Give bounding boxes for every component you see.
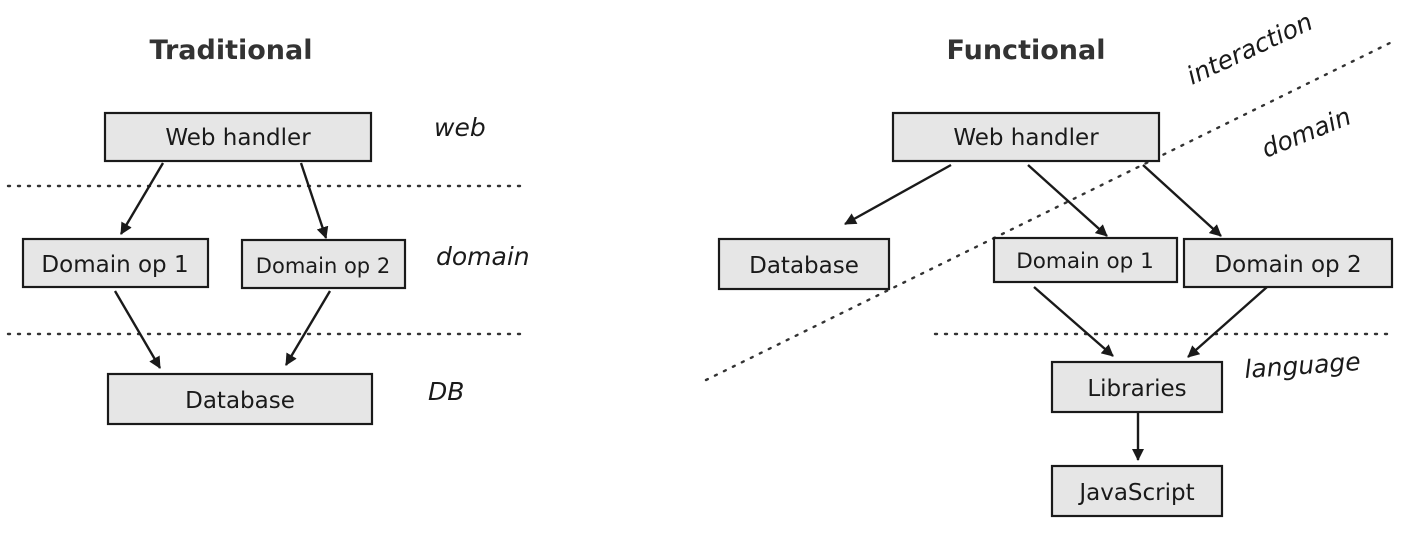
arrow-web-to-functional-domain-op-2 (1142, 164, 1222, 237)
functional-web-handler-label: Web handler (953, 125, 1099, 151)
traditional-web-handler-box: Web handler (103, 111, 373, 163)
functional-title: Functional (947, 35, 1106, 66)
traditional-web-handler-label: Web handler (165, 125, 311, 151)
traditional-domain-op-1-box: Domain op 1 (21, 237, 210, 289)
traditional-database-box: Database (106, 372, 374, 426)
functional-database-label: Database (749, 253, 859, 279)
arrow-web-to-domain-op-2 (299, 162, 329, 239)
functional-javascript-label: JavaScript (1077, 480, 1194, 506)
arrow-web-to-domain-op-1 (119, 162, 165, 235)
traditional-domain-op-2-box: Domain op 2 (240, 238, 407, 290)
layer-label-web: web (434, 113, 486, 142)
layer-label-language: language (1243, 347, 1361, 384)
functional-libraries-box: Libraries (1050, 360, 1224, 414)
functional-web-handler-box: Web handler (891, 111, 1161, 163)
arrow-domain-op-2-to-database (284, 290, 332, 366)
functional-domain-op-1-label: Domain op 1 (1016, 249, 1154, 274)
functional-database-box: Database (717, 237, 891, 291)
traditional-domain-op-1-label: Domain op 1 (41, 252, 188, 278)
functional-domain-op-1-box: Domain op 1 (992, 236, 1179, 284)
layer-label-functional-domain: domain (1257, 102, 1355, 164)
functional-libraries-label: Libraries (1087, 376, 1186, 402)
functional-domain-op-2-label: Domain op 2 (1214, 252, 1361, 278)
arrow-domain-op-1-to-libraries (1033, 286, 1114, 357)
arrow-web-to-functional-domain-op-1 (1027, 164, 1108, 237)
interaction-boundary-diagonal (704, 38, 1398, 382)
layer-label-interaction: interaction (1182, 7, 1317, 90)
layer-label-db: DB (428, 377, 464, 406)
traditional-domain-op-2-label: Domain op 2 (256, 254, 390, 278)
arrow-domain-op-1-to-database (113, 290, 162, 369)
functional-domain-op-2-box: Domain op 2 (1182, 237, 1394, 289)
arrow-domain-op-2-to-libraries (1187, 286, 1268, 358)
functional-javascript-box: JavaScript (1050, 464, 1224, 518)
traditional-title: Traditional (150, 35, 313, 66)
arrow-web-to-database (844, 163, 952, 226)
layer-label-domain: domain (436, 242, 530, 271)
traditional-database-label: Database (185, 388, 295, 414)
